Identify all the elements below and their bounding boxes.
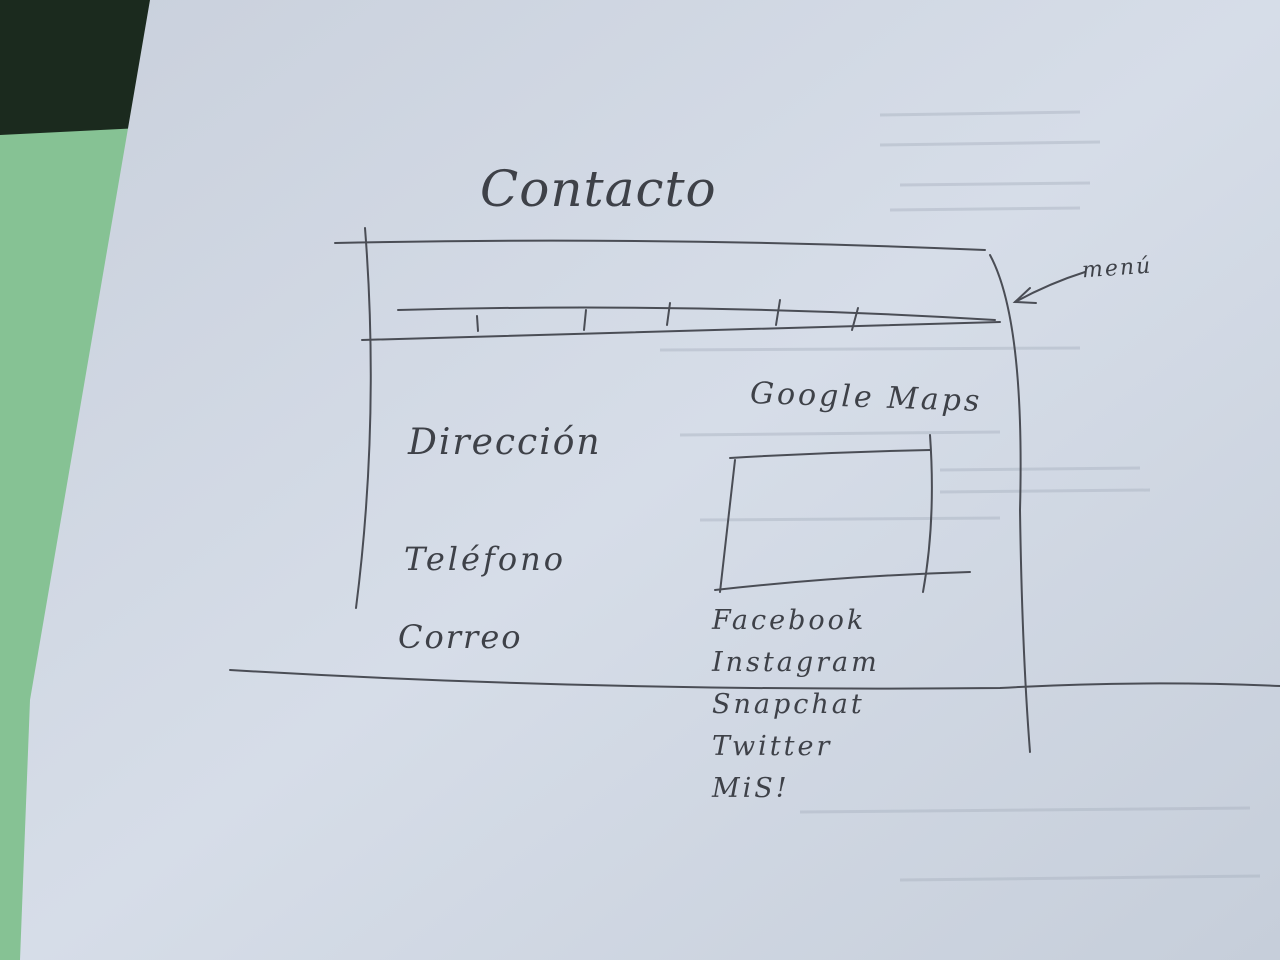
sketch-lines [229, 227, 1280, 753]
faint-printed-lines [659, 110, 1261, 882]
menu-divider-2 [583, 309, 587, 331]
menu-annotation-arrow [1014, 271, 1086, 303]
map-box-bottom [714, 571, 971, 591]
map-box-right [922, 434, 933, 593]
social-link-twitter: Twitter [712, 731, 833, 762]
social-links-list: Facebook Instagram Snapchat Twitter MiS! [712, 600, 880, 810]
map-box-left [719, 459, 736, 593]
page-bottom-line [229, 669, 1280, 690]
social-link-instagram: Instagram [712, 647, 880, 678]
menu-annotation: menú [1081, 253, 1154, 284]
address-label: Dirección [408, 422, 602, 463]
page-right-border [989, 254, 1031, 753]
page-title: Contacto [480, 160, 717, 218]
phone-label: Teléfono [404, 540, 566, 578]
menu-bar-lower [361, 321, 1001, 341]
menu-divider-5 [851, 307, 859, 331]
paper-sheet [20, 0, 1280, 960]
menu-bar-upper [397, 306, 996, 321]
menu-annotation-arrowhead [1012, 287, 1037, 304]
menu-divider-4 [775, 299, 781, 326]
page-top-line [334, 239, 986, 251]
social-link-snapchat: Snapchat [712, 689, 865, 720]
email-label: Correo [398, 618, 523, 656]
page-left-border [355, 227, 372, 609]
social-link-facebook: Facebook [712, 605, 867, 636]
social-link-mis: MiS! [712, 773, 790, 804]
menu-divider-1 [476, 315, 479, 332]
menu-divider-3 [666, 302, 671, 326]
map-box-top [729, 449, 931, 459]
